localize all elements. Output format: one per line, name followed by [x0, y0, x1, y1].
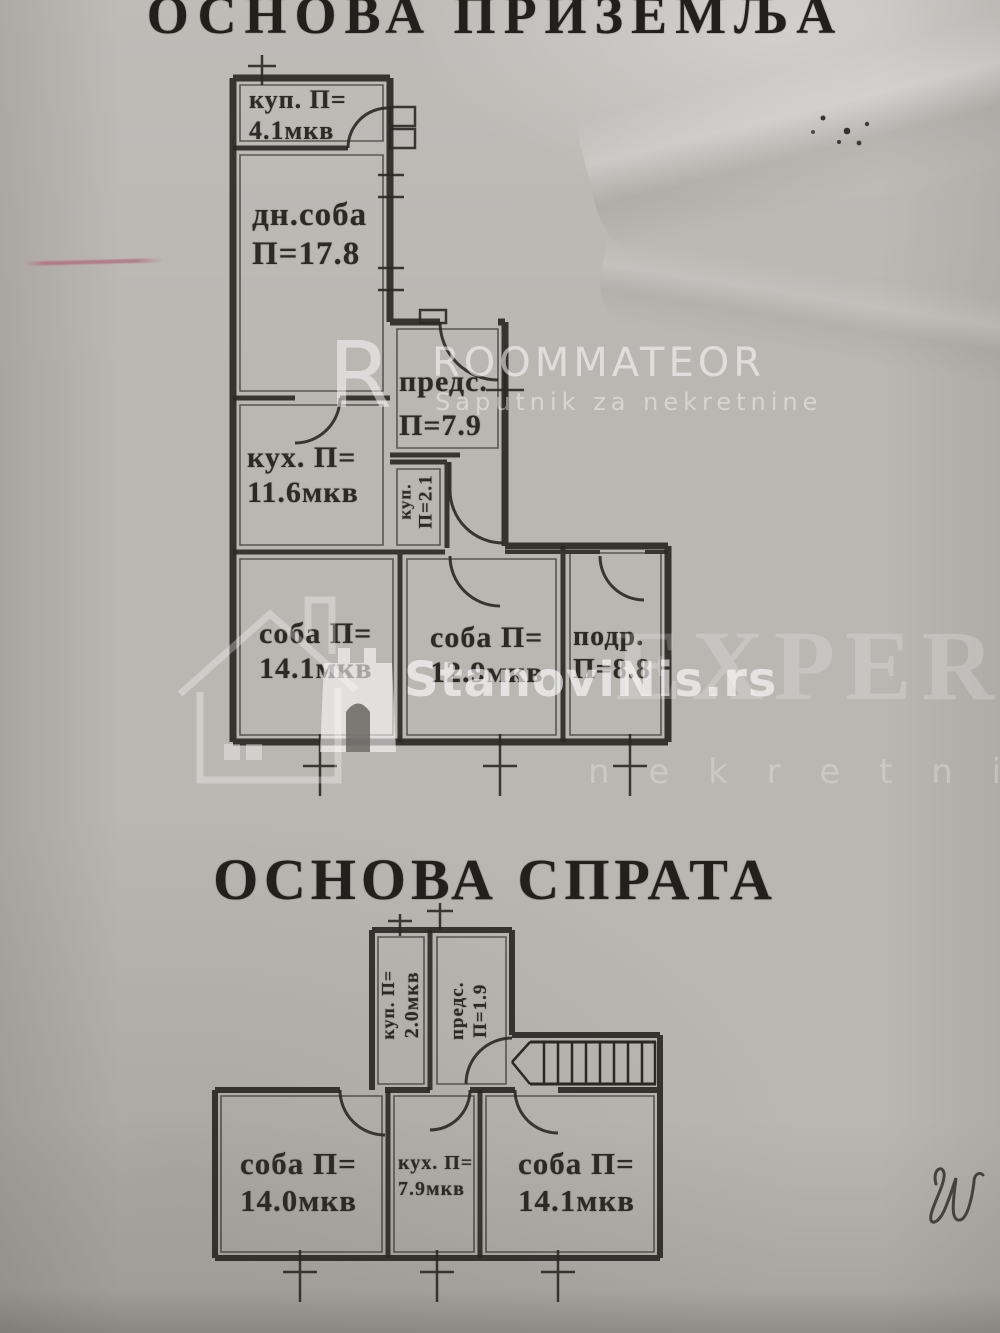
room-name: куп. П= [249, 85, 347, 114]
room-name: кух. П= [398, 1152, 474, 1174]
ground-room-middle-label: соба П= 12.9мкв [430, 620, 543, 691]
room-area: П=7.9 [399, 408, 482, 442]
upper-floor-partitions [220, 930, 655, 1258]
roommateor-tagline: Saputnik za nekretnine [435, 388, 823, 416]
ground-floor-outer-walls [229, 74, 672, 746]
stanovi-nis-castle-icon [320, 648, 396, 752]
room-name: подр. [573, 621, 645, 652]
upper-floor-title: ОСНОВА СПРАТА [213, 847, 777, 912]
room-area: 14.1мкв [518, 1182, 635, 1218]
room-name: дн.соба [252, 197, 368, 233]
ground-room-hallway-label: предс. П=7.9 [399, 360, 488, 447]
room-name: соба П= [518, 1146, 635, 1181]
upper-floor-stairs [511, 1040, 657, 1086]
expert-tagline: n e k r e t n i n e [588, 752, 1000, 792]
room-name: соба П= [259, 617, 373, 650]
handwritten-w-mark [929, 1167, 985, 1224]
upper-floor-window-marks [283, 903, 575, 1302]
room-area: 11.6мкв [247, 476, 359, 510]
upper-floor-door-arcs [338, 1036, 559, 1137]
room-area: 4.1мкв [249, 115, 335, 145]
room-area: П=17.8 [252, 235, 361, 272]
room-name: предс. [447, 981, 469, 1041]
roommateor-name: ROOMMATEOR [432, 340, 766, 386]
room-area: 12.9мкв [430, 656, 544, 690]
roommateor-watermark: R ROOMMATEOR Saputnik za nekretnine [328, 322, 817, 429]
ground-room-kitchen-label: кух. П= 11.6мкв [247, 440, 359, 511]
room-name: кух. П= [247, 441, 357, 474]
stanovi-nis-text: StanoviNis.rs [404, 652, 778, 708]
room-area: П=1.9 [470, 983, 491, 1038]
upper-room-left-label: соба П= 14.0мкв [240, 1146, 357, 1219]
ground-room-pantry-label: подр. П=8.8 [573, 620, 651, 686]
upper-floor-outer-walls [212, 927, 663, 1261]
room-area: 14.0мкв [240, 1182, 357, 1218]
ground-room-bathroom-label: куп. П= 4.1мкв [249, 85, 347, 146]
room-area: П=8.8 [573, 654, 651, 686]
ground-room-wc-label: куп. П=2.1 [395, 456, 438, 548]
room-area: 2.0мкв [400, 971, 423, 1039]
upper-room-kitchen-label: кух. П= 7.9мкв [398, 1150, 473, 1202]
room-name: предс. [399, 365, 488, 398]
ground-floor-door-arcs [294, 106, 645, 608]
room-name: соба П= [240, 1146, 357, 1181]
upper-room-bathroom-label: куп. П= 2.0мкв [378, 950, 424, 1060]
room-name: куп. П= [378, 969, 399, 1040]
ground-room-living-label: дн.соба П=17.8 [252, 196, 367, 274]
room-area: П=2.1 [415, 474, 437, 529]
expert-name: EXPERT [615, 610, 1000, 721]
room-name: соба П= [430, 621, 544, 654]
ground-floor-title: ОСНОВА ПРИЗЕМЉА [146, 0, 844, 45]
ground-floor-partitions [233, 84, 668, 742]
upper-room-hallway-label: предс. П=1.9 [447, 961, 493, 1061]
roommateor-logo-r: R [328, 322, 392, 429]
upper-room-right-label: соба П= 14.1мкв [518, 1146, 635, 1219]
ground-floor-window-marks [248, 55, 647, 796]
room-area: 7.9мкв [398, 1178, 465, 1200]
room-name: куп. [395, 483, 415, 520]
